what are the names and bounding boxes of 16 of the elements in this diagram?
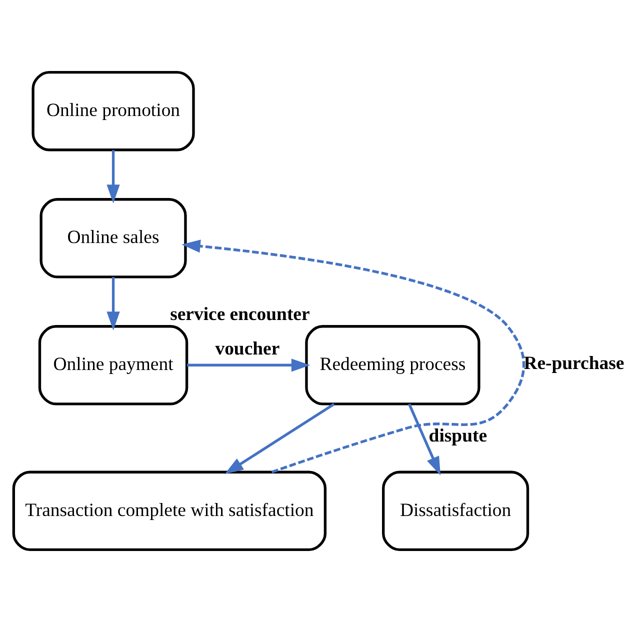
arrow (224, 402, 335, 474)
node-box: Transaction complete with satisfaction (12, 470, 327, 551)
node-box: Online payment (38, 325, 188, 406)
edge-label: dispute (428, 426, 488, 447)
node-box: Online promotion (32, 71, 195, 152)
node-box: Online sales (40, 198, 187, 278)
node-box: Redeeming process (305, 325, 480, 406)
node-label: service encounter (170, 304, 310, 325)
edge-label: voucher (215, 338, 280, 360)
arrow (106, 277, 120, 330)
edge-label: Re-purchase (524, 352, 624, 374)
arrow (187, 358, 310, 372)
node-box: Dissatisfaction (382, 470, 530, 551)
arrow (182, 240, 525, 474)
arrow (106, 150, 120, 204)
arrow (408, 404, 441, 476)
